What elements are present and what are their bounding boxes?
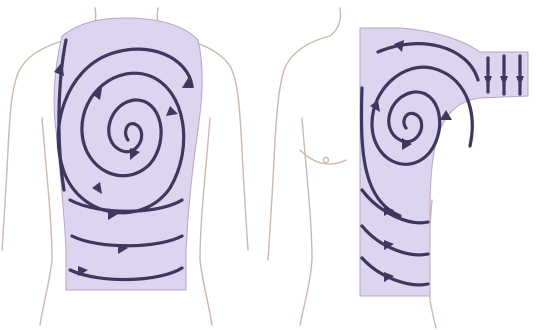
back-left-flank (40, 118, 52, 325)
back-right-flank (200, 118, 212, 325)
back-figure (2, 8, 248, 325)
front-figure (268, 8, 528, 328)
front-neck-left (330, 8, 341, 36)
front-left-flank (300, 118, 312, 325)
front-left-nipple (323, 157, 328, 162)
front-left-shoulder (268, 36, 330, 260)
front-chest-line (300, 150, 346, 164)
back-massage-region (54, 18, 202, 290)
